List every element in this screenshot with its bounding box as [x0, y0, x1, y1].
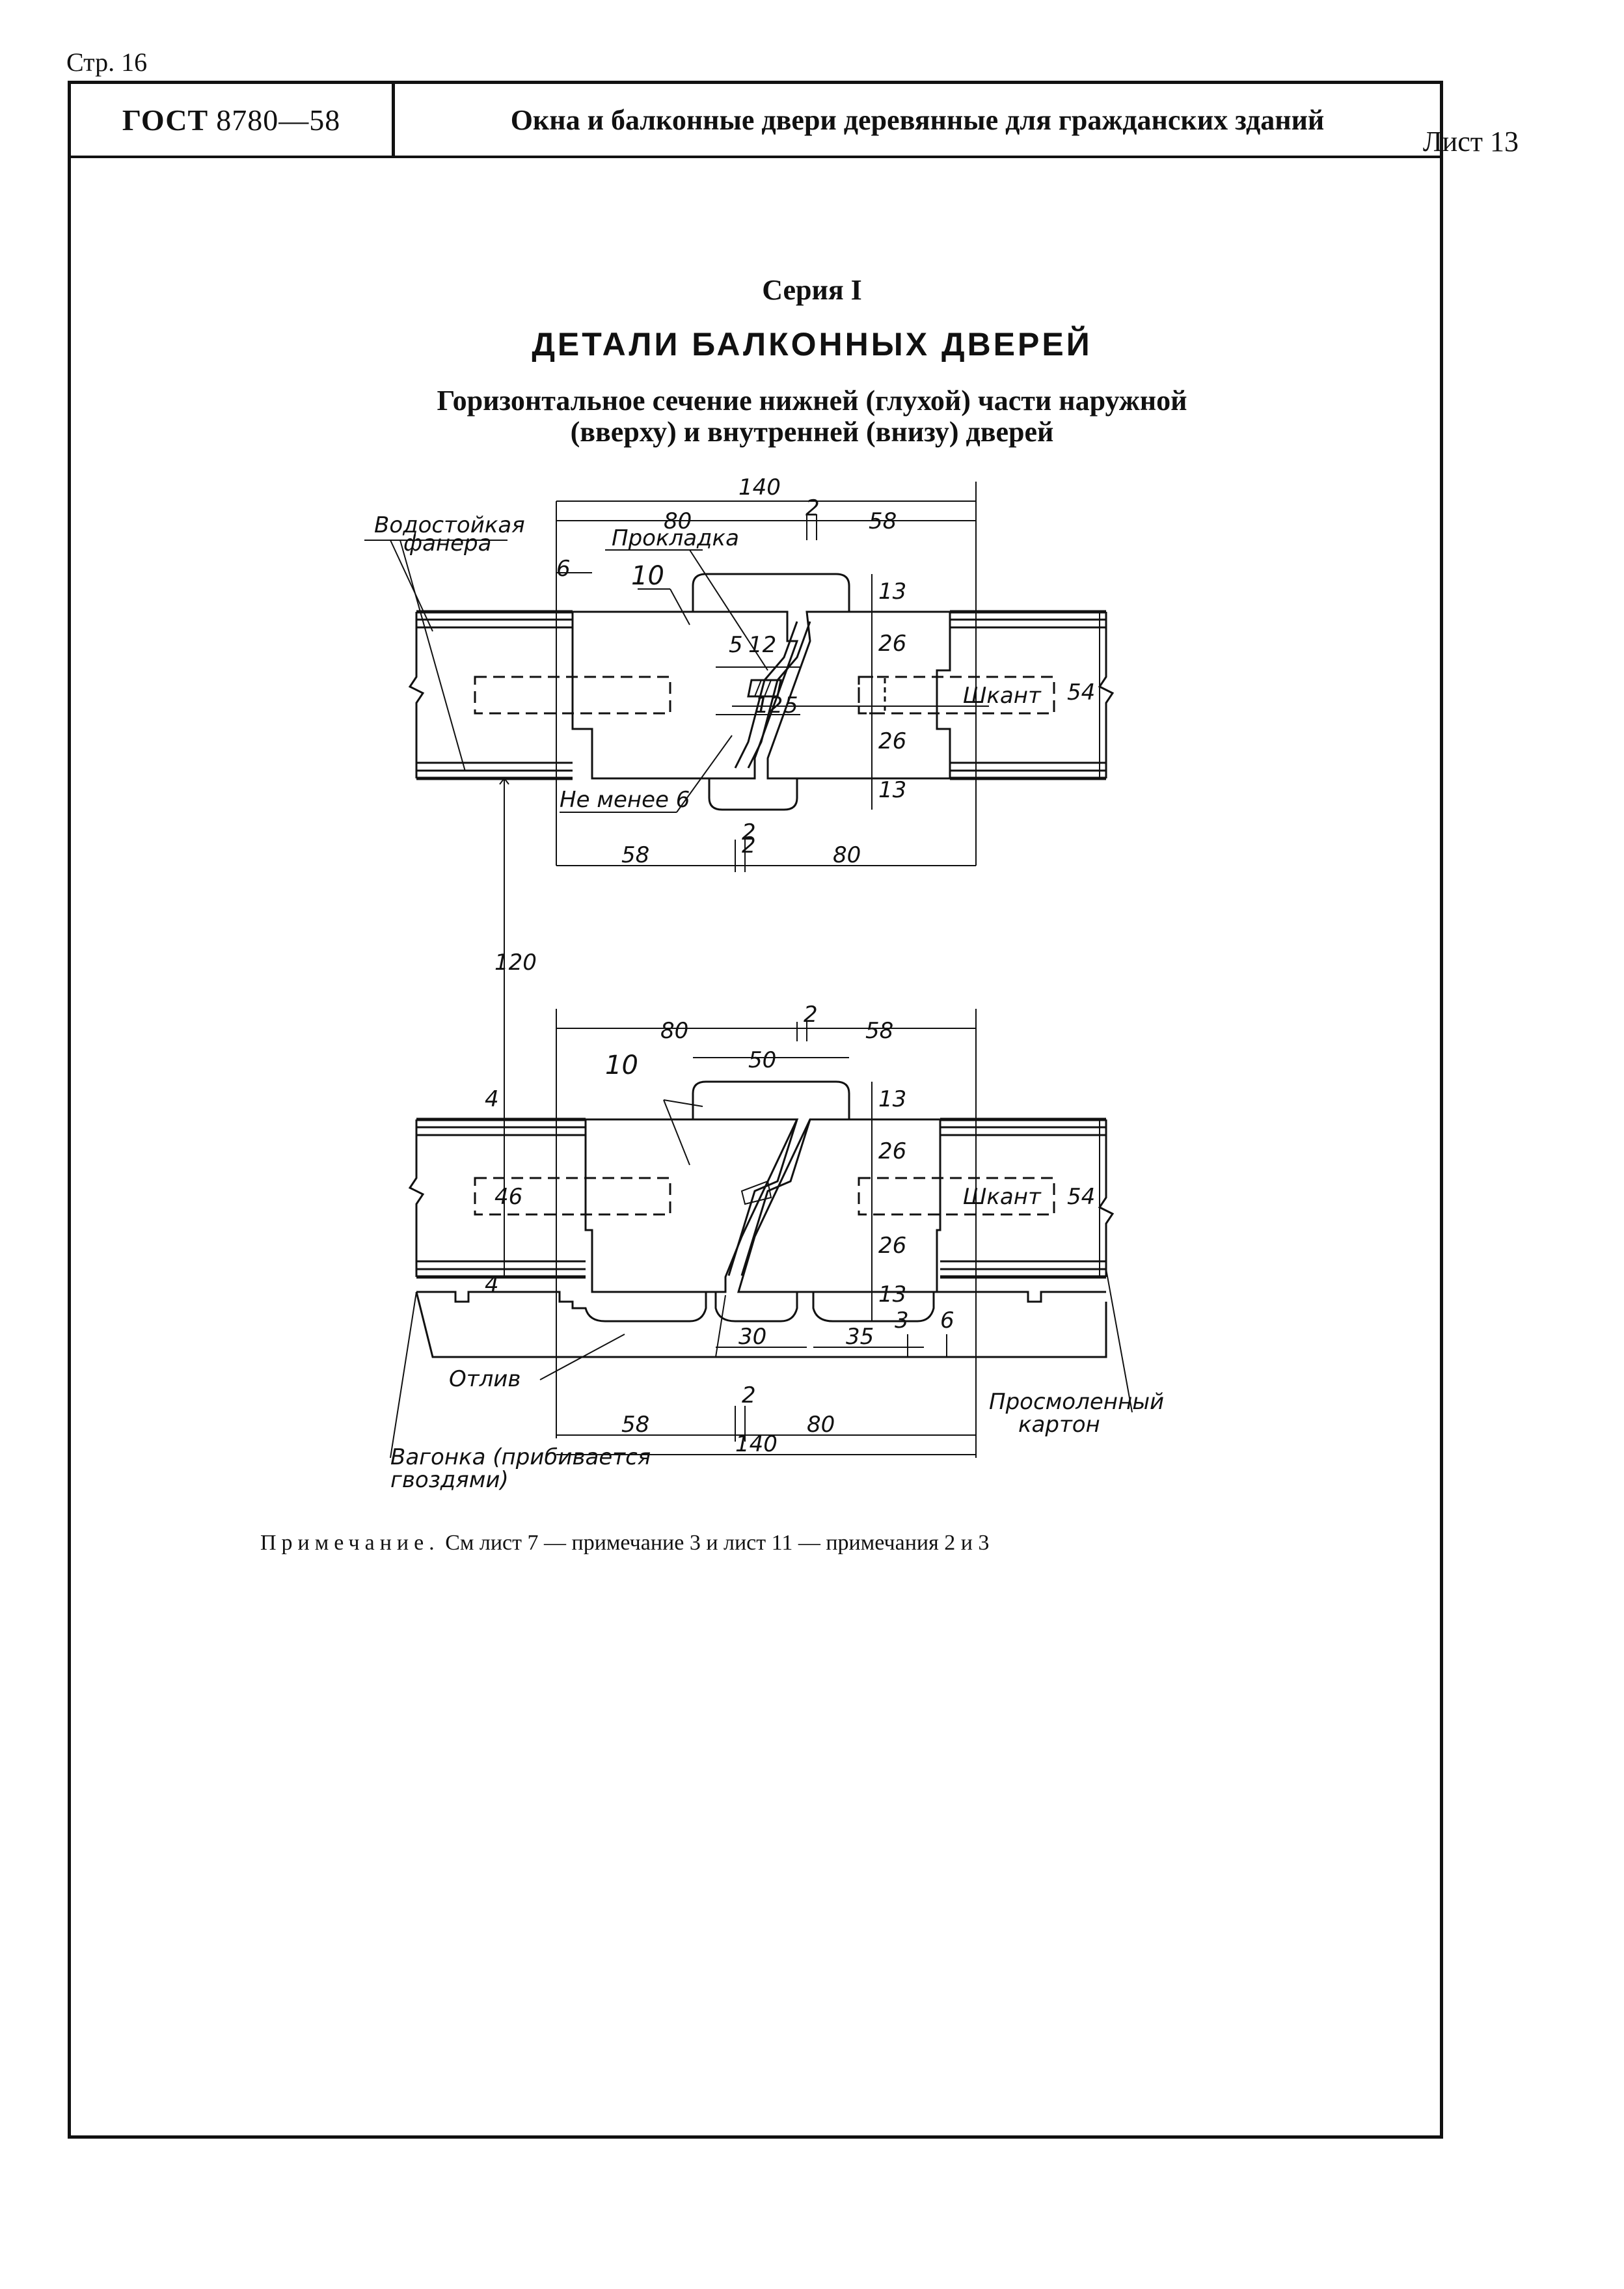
bottom-right-panel	[858, 1117, 1115, 1279]
standard-label: ГОСТ	[122, 103, 209, 137]
dim-top-2c: 2	[742, 819, 756, 845]
top-left-panel	[408, 610, 671, 780]
bottom-left-sash	[584, 1118, 799, 1293]
label-part-top: 10	[631, 561, 664, 591]
dim-bot-26a: 26	[878, 1138, 906, 1164]
top-strip-upper	[692, 573, 850, 612]
subtitle-line-2: (вверху) и внутренней (внизу) дверей	[570, 416, 1054, 448]
page-title: ДЕТАЛИ БАЛКОННЫХ ДВЕРЕЙ	[532, 326, 1092, 363]
dim-top-5b: 5	[784, 692, 798, 719]
dim-top-58: 58	[869, 508, 897, 534]
dim-bot-58: 58	[865, 1018, 893, 1044]
subtitle-line-1: Горизонтальное сечение нижней (глухой) ч…	[437, 385, 1187, 417]
dim-gap-120: 120	[494, 950, 537, 976]
series-label: Серия I	[762, 274, 862, 306]
dim-top-80b: 80	[833, 842, 861, 868]
label-felt-line2: картон	[1018, 1412, 1100, 1438]
label-drip: Отлив	[449, 1366, 521, 1392]
drawing-subtitle: Горизонтальное сечение нижней (глухой) ч…	[0, 385, 1624, 448]
label-lining-line1: Вагонка (прибивается	[390, 1444, 651, 1470]
lining-boards	[416, 1291, 1106, 1323]
dim-bot-54: 54	[1067, 1184, 1095, 1210]
dim-bot-26b: 26	[878, 1233, 906, 1259]
label-plywood-line2: фанера	[403, 530, 491, 556]
dim-bot-58b: 58	[621, 1412, 649, 1438]
header: ГОСТ 8780—58 Окна и балконные двери дере…	[71, 84, 1440, 158]
dim-top-6: 6	[556, 556, 571, 582]
dim-top-54: 54	[1067, 679, 1095, 706]
dim-bot-30: 30	[738, 1324, 766, 1350]
label-min6: Не менее 6	[560, 787, 690, 813]
dim-bot-80: 80	[660, 1018, 688, 1044]
dim-bot-2b: 2	[742, 1382, 756, 1408]
dim-top-140: 140	[738, 474, 781, 500]
dim-bot-3: 3	[895, 1308, 909, 1334]
top-left-sash	[571, 610, 799, 780]
top-right-sash	[766, 610, 951, 780]
bottom-right-sash	[737, 1118, 941, 1293]
dim-bot-4a: 4	[485, 1086, 499, 1112]
dim-bot-13a: 13	[878, 1086, 906, 1112]
page-frame: ГОСТ 8780—58 Окна и балконные двери дере…	[68, 81, 1443, 2139]
footnote-label: Примечание.	[260, 1531, 440, 1555]
bottom-left-panel	[408, 1117, 671, 1279]
page-number: Стр. 16	[66, 48, 148, 77]
dim-bot-140: 140	[735, 1431, 778, 1457]
dim-top-58b: 58	[621, 842, 649, 868]
dim-bot-2: 2	[804, 1002, 818, 1028]
footnote: Примечание. См лист 7 — примечание 3 и л…	[260, 1531, 989, 1556]
dim-bot-46: 46	[494, 1184, 522, 1210]
label-lining-line2: гвоздями)	[390, 1467, 509, 1493]
standard-number: 8780—58	[216, 103, 341, 137]
drip-profile	[415, 1291, 1107, 1358]
dim-top-26a: 26	[878, 631, 906, 657]
dim-bot-50: 50	[748, 1047, 776, 1073]
dim-bot-80b: 80	[807, 1412, 835, 1438]
dim-top-26b: 26	[878, 728, 906, 754]
top-section	[408, 482, 1115, 872]
top-strip-lower	[708, 778, 798, 811]
footnote-text: См лист 7 — примечание 3 и лист 11 — при…	[445, 1531, 990, 1555]
dim-bot-4b: 4	[485, 1272, 499, 1298]
label-dowel-top: Шкант	[963, 683, 1042, 709]
dim-top-2: 2	[805, 495, 820, 521]
gap-dimension	[499, 777, 509, 1145]
label-felt-line1: Просмоленный	[989, 1389, 1164, 1415]
dim-top-80: 80	[664, 508, 692, 534]
bottom-section	[390, 1009, 1133, 1459]
dim-bot-35: 35	[846, 1324, 874, 1350]
label-plywood-line1: Водостойкая	[374, 512, 525, 538]
bottom-strip-upper	[692, 1080, 850, 1119]
dim-top-5a: 5	[729, 632, 743, 658]
label-dowel-bottom: Шкант	[963, 1184, 1042, 1210]
dim-top-12a: 12	[748, 632, 776, 658]
dim-bot-13b: 13	[878, 1282, 906, 1308]
label-part-bottom: 10	[605, 1050, 638, 1080]
dim-top-13b: 13	[878, 777, 906, 803]
top-leaders	[364, 540, 768, 813]
sheet-number: Лист 13	[1422, 126, 1519, 158]
label-gasket: Прокладка	[612, 525, 739, 551]
standard-id: ГОСТ 8780—58	[71, 84, 395, 156]
dim-bot-6: 6	[940, 1308, 954, 1334]
standard-title: Окна и балконные двери деревянные для гр…	[510, 103, 1325, 136]
dim-top-2b: 2	[742, 832, 756, 858]
dim-top-12b: 12	[755, 692, 783, 719]
dim-top-13a: 13	[878, 579, 906, 605]
